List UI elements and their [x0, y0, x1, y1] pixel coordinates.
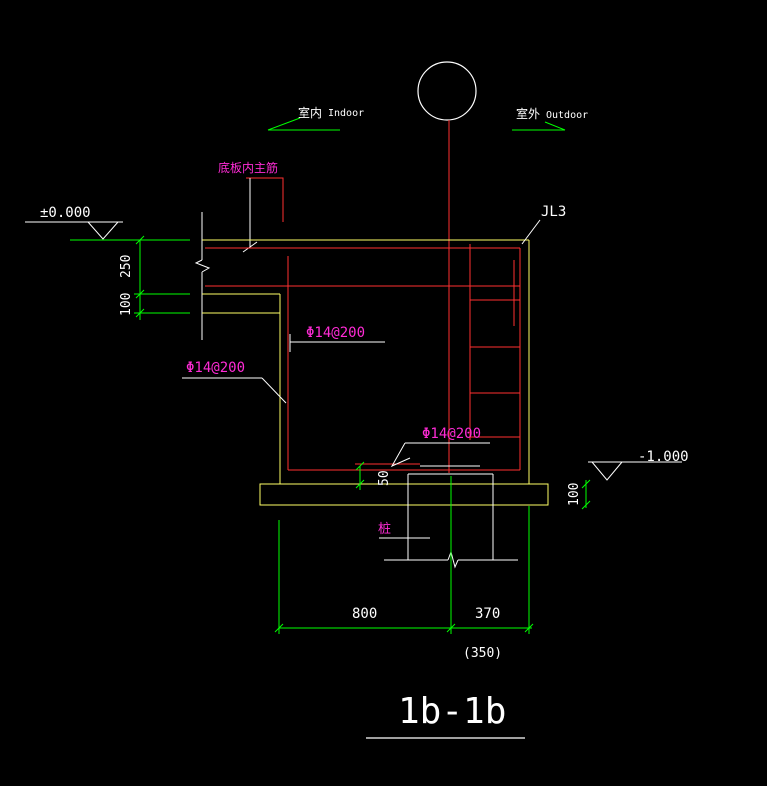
dim-50: 50 — [377, 470, 392, 486]
rebar-wall-outer: Φ14@200 — [186, 360, 245, 376]
elevation-bottom-label: -1.000 — [638, 449, 689, 465]
dim-350: (350) — [463, 646, 502, 661]
elevation-top-label: ±0.000 — [40, 205, 91, 221]
axis-marker — [417, 61, 477, 473]
section-title: 1b-1b — [398, 691, 506, 732]
outdoor-label-cn: 室外 — [516, 106, 540, 121]
concrete-outline — [202, 239, 549, 506]
existing-slab-edge — [194, 212, 211, 340]
rebar — [205, 244, 521, 471]
rebar-wall-outer-leader — [182, 377, 287, 404]
indoor-arrow — [267, 117, 340, 131]
dimension-lines — [134, 235, 591, 634]
pile — [379, 473, 518, 569]
beam-tag-leader — [521, 219, 541, 245]
indoor-label-en: Indoor — [328, 108, 364, 119]
beam-tag: JL3 — [541, 204, 566, 220]
dim-370: 370 — [475, 606, 500, 622]
rebar-wall-inner: Φ14@200 — [306, 325, 365, 341]
rebar-slab-bottom-leader — [390, 442, 490, 468]
main-rebar-note: 底板内主筋 — [218, 160, 278, 175]
dim-250: 250 — [119, 255, 134, 278]
outdoor-label-en: Outdoor — [546, 110, 588, 121]
dim-100-left: 100 — [119, 293, 134, 316]
rebar-slab-bottom: Φ14@200 — [422, 426, 481, 442]
main-rebar-leader — [242, 177, 284, 253]
outdoor-arrow — [512, 121, 566, 131]
dim-800: 800 — [352, 606, 377, 622]
elevation-bottom-symbol — [588, 461, 682, 481]
indoor-label-cn: 室内 — [298, 105, 322, 120]
pile-tag: 桩 — [378, 522, 391, 537]
rebar-wall-inner-leader — [289, 334, 385, 352]
dim-100-right: 100 — [567, 483, 582, 506]
elevation-top-symbol — [25, 221, 190, 241]
